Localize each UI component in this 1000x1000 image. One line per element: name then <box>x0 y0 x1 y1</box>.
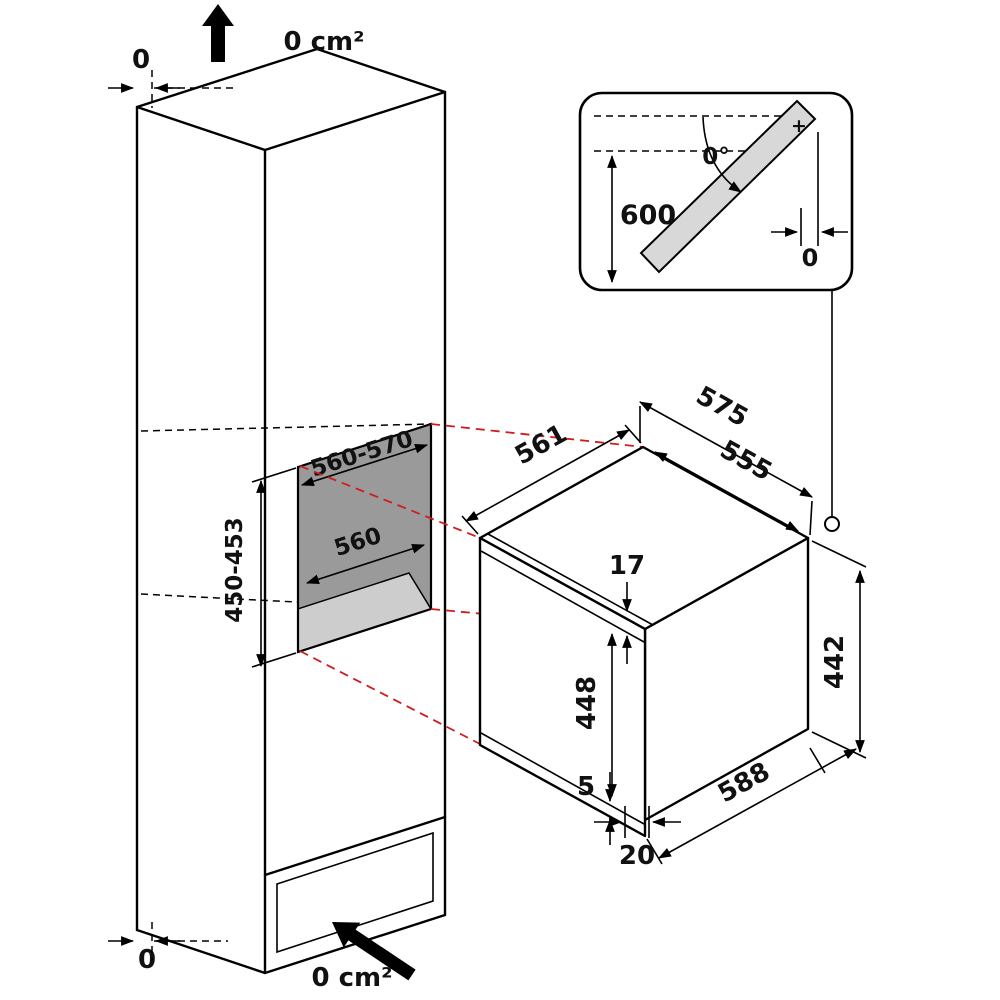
rear-offset-label: 20 <box>619 841 655 871</box>
appliance: 561 575 555 17 448 5 <box>461 381 867 871</box>
niche: 560-570 560 450-453 <box>222 422 433 668</box>
door-detail-bubble: + 600 0° 0 <box>578 91 854 292</box>
door-top-seam <box>480 550 645 643</box>
door-bottom-inset-label: 5 <box>577 772 595 802</box>
top-clearance-label: 0 <box>132 45 150 75</box>
detail-height-label: 600 <box>620 200 676 231</box>
top-clearance: 0 <box>108 45 238 108</box>
appliance-depth-label: 561 <box>510 419 572 472</box>
appliance-overall-width-label: 575 <box>691 381 753 434</box>
hinge-point <box>824 516 840 532</box>
niche-plane-top-hidden <box>140 423 432 432</box>
unit-bottom-edges <box>135 913 447 975</box>
dim-niche-height: 450-453 <box>222 467 297 668</box>
dim-front-height: 448 <box>572 632 617 798</box>
bottom-vent: 0 cm² <box>311 922 416 993</box>
vent-slot <box>276 831 434 954</box>
door-panel <box>639 99 817 274</box>
top-vent: 0 cm² <box>202 4 365 62</box>
door-pivot-marker: + <box>791 115 807 137</box>
dim-detail-side-clearance: 0 <box>771 132 848 272</box>
airflow-arrow-top <box>202 4 234 62</box>
detail-angle-label: 0° <box>702 144 730 170</box>
door-bottom-seam <box>480 732 645 825</box>
unit-top-face <box>135 47 447 152</box>
dim-detail-angle: 0° <box>702 116 742 193</box>
detail-side-clearance-label: 0 <box>802 244 819 272</box>
plinth-top-edge <box>263 815 447 877</box>
top-vent-label: 0 cm² <box>283 27 364 57</box>
alignment-line-bottom-left <box>299 650 481 745</box>
side-height-label: 442 <box>820 635 850 689</box>
dim-door-top-inset: 17 <box>609 551 645 664</box>
appliance-body-width-label: 555 <box>715 435 777 488</box>
front-height-label: 448 <box>572 676 602 730</box>
alignment-line-top-left <box>299 465 481 539</box>
niche-height-label: 450-453 <box>222 517 248 623</box>
dim-side-height: 442 <box>811 540 867 759</box>
bottom-clearance-label: 0 <box>138 945 156 975</box>
bottom-vent-label: 0 cm² <box>311 963 392 993</box>
door-top-inset-label: 17 <box>609 551 645 581</box>
dim-rear-offset: 20 <box>594 806 681 871</box>
bottom-clearance: 0 <box>108 922 228 975</box>
tall-unit <box>135 47 447 975</box>
airflow-arrow-bottom <box>332 922 416 981</box>
appliance-door-face <box>478 536 647 838</box>
dim-detail-height: 600 <box>607 154 676 284</box>
